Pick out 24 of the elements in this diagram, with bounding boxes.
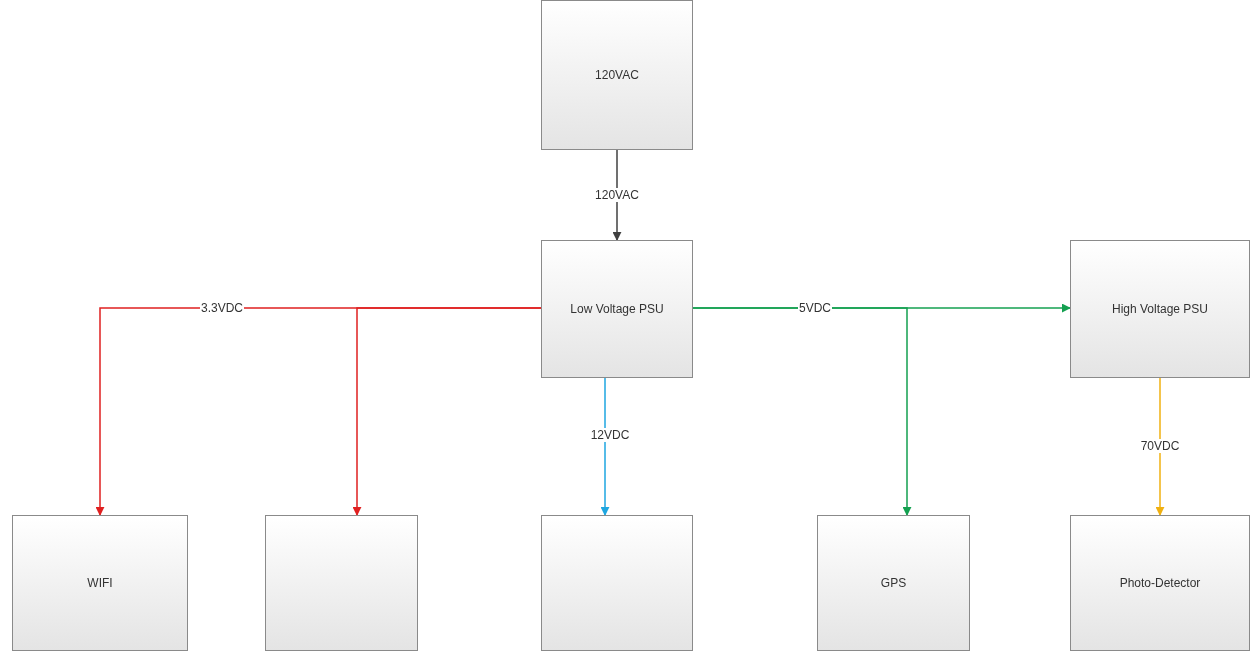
block-label: High Voltage PSU bbox=[1110, 302, 1210, 316]
block-box bbox=[1070, 515, 1250, 651]
arrow bbox=[352, 307, 542, 516]
arrow bbox=[612, 149, 622, 241]
arrow bbox=[692, 307, 912, 516]
block-label: 120VAC bbox=[594, 68, 640, 82]
edge-label: 120VAC bbox=[594, 188, 640, 202]
arrow bbox=[600, 377, 610, 516]
block-box bbox=[817, 515, 970, 651]
block-label: Photo-Detector bbox=[1118, 576, 1202, 590]
block-box bbox=[541, 240, 693, 378]
edge-label: 70VDC bbox=[1139, 439, 1181, 453]
block-box bbox=[12, 515, 188, 651]
block-box bbox=[541, 0, 693, 150]
edge-label: 5VDC bbox=[798, 301, 832, 315]
block-label: GPS bbox=[879, 576, 908, 590]
arrow bbox=[1155, 377, 1165, 516]
block-box bbox=[1070, 240, 1250, 378]
empty-box bbox=[265, 515, 418, 651]
edge-label: 3.3VDC bbox=[200, 301, 244, 315]
empty-box bbox=[541, 515, 693, 651]
edge-label: 12VDC bbox=[589, 428, 631, 442]
block-label: WIFI bbox=[86, 576, 114, 590]
block-label: Low Voltage PSU bbox=[569, 302, 665, 316]
